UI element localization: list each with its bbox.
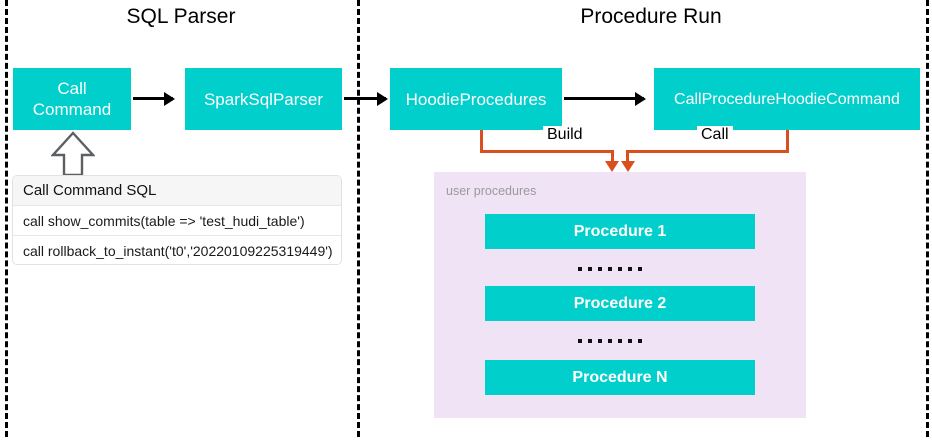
arrow-hoodie-procedures-to-call-procedure-command <box>564 97 644 100</box>
call-command-sql-card: Call Command SQL call show_commits(table… <box>12 175 342 265</box>
procedure-item[interactable]: Procedure 1 <box>485 214 755 249</box>
procedure-item[interactable]: Procedure 2 <box>485 286 755 321</box>
node-call-command[interactable]: Call Command <box>13 68 131 130</box>
node-hoodie-procedures[interactable]: HoodieProcedures <box>390 68 562 130</box>
ellipsis-dots <box>578 339 642 343</box>
block-arrow-up-icon <box>50 131 96 177</box>
section-title-sql-parser: SQL Parser <box>126 5 236 28</box>
edge-label-build: Build <box>543 126 587 144</box>
connector-call-drop <box>626 150 629 164</box>
section-title-procedure-run: Procedure Run <box>580 5 722 28</box>
node-spark-sql-parser[interactable]: SparkSqlParser <box>185 68 342 130</box>
node-call-command-line1: Call <box>57 79 87 98</box>
ellipsis-dots <box>578 267 642 271</box>
node-hoodie-procedures-label: HoodieProcedures <box>405 89 547 109</box>
connector-build-drop <box>611 150 614 164</box>
divider-right <box>926 0 929 437</box>
connector-call-vertical <box>786 130 789 153</box>
procedure-item[interactable]: Procedure N <box>485 360 755 395</box>
edge-label-call: Call <box>697 126 733 144</box>
procedure-item-label: Procedure 1 <box>573 222 667 240</box>
connector-build-vertical <box>480 130 483 153</box>
node-call-procedure-hoodie-command-label: CallProcedureHoodieCommand <box>674 90 900 108</box>
connector-call-arrowhead <box>621 161 635 172</box>
divider-middle <box>357 0 360 437</box>
procedure-item-label: Procedure 2 <box>573 294 667 312</box>
connector-build-arrowhead <box>605 161 619 172</box>
sql-card-header: Call Command SQL <box>13 176 341 206</box>
connector-build-horizontal <box>480 150 614 153</box>
node-call-procedure-hoodie-command[interactable]: CallProcedureHoodieCommand <box>654 68 920 130</box>
node-call-command-label: Call Command <box>33 78 111 120</box>
sql-card-row[interactable]: call rollback_to_instant('t0','202201092… <box>13 236 341 264</box>
node-call-command-line2: Command <box>32 100 112 119</box>
procedure-item-label: Procedure N <box>572 368 668 386</box>
user-procedures-panel-label: user procedures <box>446 184 537 198</box>
connector-call-horizontal <box>626 150 789 153</box>
arrow-spark-sql-parser-to-hoodie-procedures <box>344 97 386 100</box>
sql-card-row[interactable]: call show_commits(table => 'test_hudi_ta… <box>13 206 341 236</box>
arrow-call-command-to-spark-sql-parser <box>133 97 173 100</box>
node-spark-sql-parser-label: SparkSqlParser <box>203 89 324 109</box>
divider-left <box>5 0 8 437</box>
